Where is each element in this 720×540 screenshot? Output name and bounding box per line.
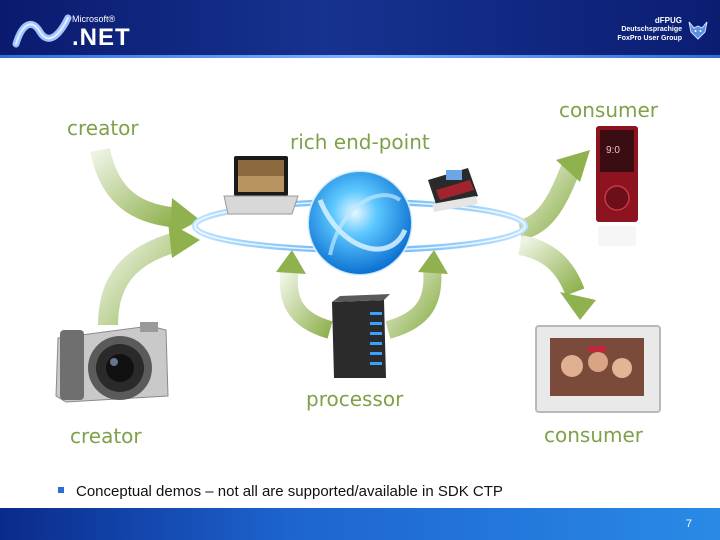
media-player-icon: 9:0	[596, 126, 638, 246]
dfpug-line1: Deutschsprachige	[610, 25, 682, 34]
label-creator-bottom: creator	[70, 424, 142, 448]
arrow-processor-left	[276, 250, 330, 330]
arrow-consumer-bottom	[520, 245, 596, 320]
arrow-creator-bottom	[108, 222, 200, 325]
label-consumer-top: consumer	[559, 98, 658, 122]
digital-camera-icon	[56, 322, 168, 402]
globe-orb-icon	[308, 171, 412, 275]
net-wordmark: .NET	[72, 24, 131, 52]
photo-frame-icon	[536, 326, 660, 412]
fox-icon	[686, 18, 710, 42]
slide-header: Microsoft® .NET dFPUG Deutschsprachige F…	[0, 0, 720, 58]
laptop-icon	[224, 156, 298, 214]
microsoft-wordmark: Microsoft®	[72, 14, 115, 24]
slide-footer: 7	[0, 508, 720, 540]
svg-text:9:0: 9:0	[606, 145, 620, 156]
label-consumer-bottom: consumer	[544, 423, 643, 447]
label-rich-end-point: rich end-point	[290, 130, 430, 154]
dotnet-logo: Microsoft® .NET	[12, 10, 132, 50]
dotnet-swoosh-icon	[12, 14, 72, 48]
dfpug-name: dFPUG	[610, 16, 682, 25]
bullet-text: Conceptual demos – not all are supported…	[76, 483, 503, 500]
bullet-marker-icon	[58, 487, 64, 493]
label-creator-top: creator	[67, 116, 139, 140]
page-number: 7	[686, 518, 692, 530]
arrow-consumer-top	[520, 150, 590, 230]
dfpug-line2: FoxPro User Group	[610, 34, 682, 43]
label-processor: processor	[306, 387, 403, 411]
arrow-creator-top	[100, 150, 200, 236]
dfpug-logo: dFPUG Deutschsprachige FoxPro User Group	[610, 10, 710, 50]
bullet-item: Conceptual demos – not all are supported…	[58, 483, 503, 500]
server-icon	[332, 294, 390, 378]
arrow-processor-right	[388, 250, 448, 330]
